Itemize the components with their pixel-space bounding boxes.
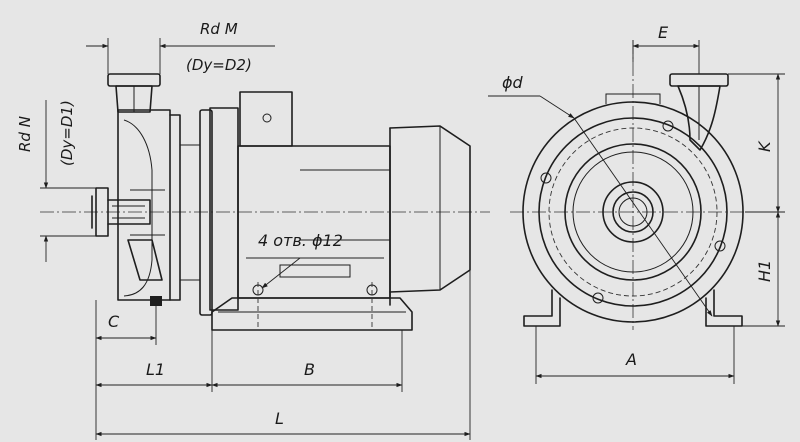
flange-bolts <box>540 120 726 304</box>
label-h1: H1 <box>755 260 774 282</box>
pump-volute-side <box>91 109 171 306</box>
holes-note: 4 отв. ϕ12 <box>246 231 384 289</box>
front-casing <box>522 93 744 323</box>
label-dy-d1: (Dy=D1) <box>58 100 76 166</box>
suction-port-outer <box>602 181 664 243</box>
dim-phi-d: ϕd <box>488 73 713 317</box>
drain-plug <box>150 296 162 306</box>
label-dy-d2: (Dy=D2) <box>186 56 252 74</box>
suction-port-inner <box>612 191 654 233</box>
suction-flange <box>95 187 109 237</box>
label-a: A <box>625 350 637 369</box>
bolt-icon <box>592 292 604 304</box>
terminal-screw <box>262 113 272 123</box>
dim-c: C <box>95 300 157 345</box>
dim-e: E <box>632 23 700 74</box>
dim-k: K <box>728 73 785 213</box>
label-c: C <box>108 312 120 331</box>
motor-body <box>209 91 471 311</box>
bolt-icon <box>662 120 674 132</box>
dim-l: L <box>95 270 471 440</box>
front-feet <box>523 289 743 327</box>
bolt-icon <box>540 172 552 184</box>
label-e: E <box>658 23 669 42</box>
terminal-box <box>239 91 293 147</box>
label-holes: 4 отв. ϕ12 <box>258 231 343 250</box>
bolt-circle <box>548 127 718 297</box>
dim-a: A <box>535 326 735 384</box>
label-k: K <box>755 140 774 152</box>
dim-l1: L1 <box>95 330 213 392</box>
discharge-nozzle-side <box>107 73 161 113</box>
label-b: B <box>304 360 315 379</box>
motor-circle <box>522 101 744 323</box>
label-phi-d: ϕd <box>502 73 524 92</box>
label-rd-n: Rd N <box>16 116 34 152</box>
front-view: E ϕd K H1 A <box>488 23 785 384</box>
label-l1: L1 <box>146 360 165 379</box>
dim-b: B <box>211 330 403 392</box>
suction-nozzle <box>107 199 151 225</box>
dim-rd-n: Rd N (Dy=D1) <box>16 100 96 262</box>
bolt-icon <box>714 240 726 252</box>
label-l: L <box>275 409 284 428</box>
label-rd-m: Rd M <box>200 20 238 38</box>
pump-flange <box>169 109 213 316</box>
dim-h1: H1 <box>742 211 785 327</box>
motor-foot <box>211 282 413 331</box>
side-view: Rd M (Dy=D2) Rd N (Dy=D1) 4 отв. ϕ12 C <box>16 20 490 440</box>
dim-rd-m: Rd M (Dy=D2) <box>86 20 275 74</box>
flange-circle <box>538 117 728 307</box>
